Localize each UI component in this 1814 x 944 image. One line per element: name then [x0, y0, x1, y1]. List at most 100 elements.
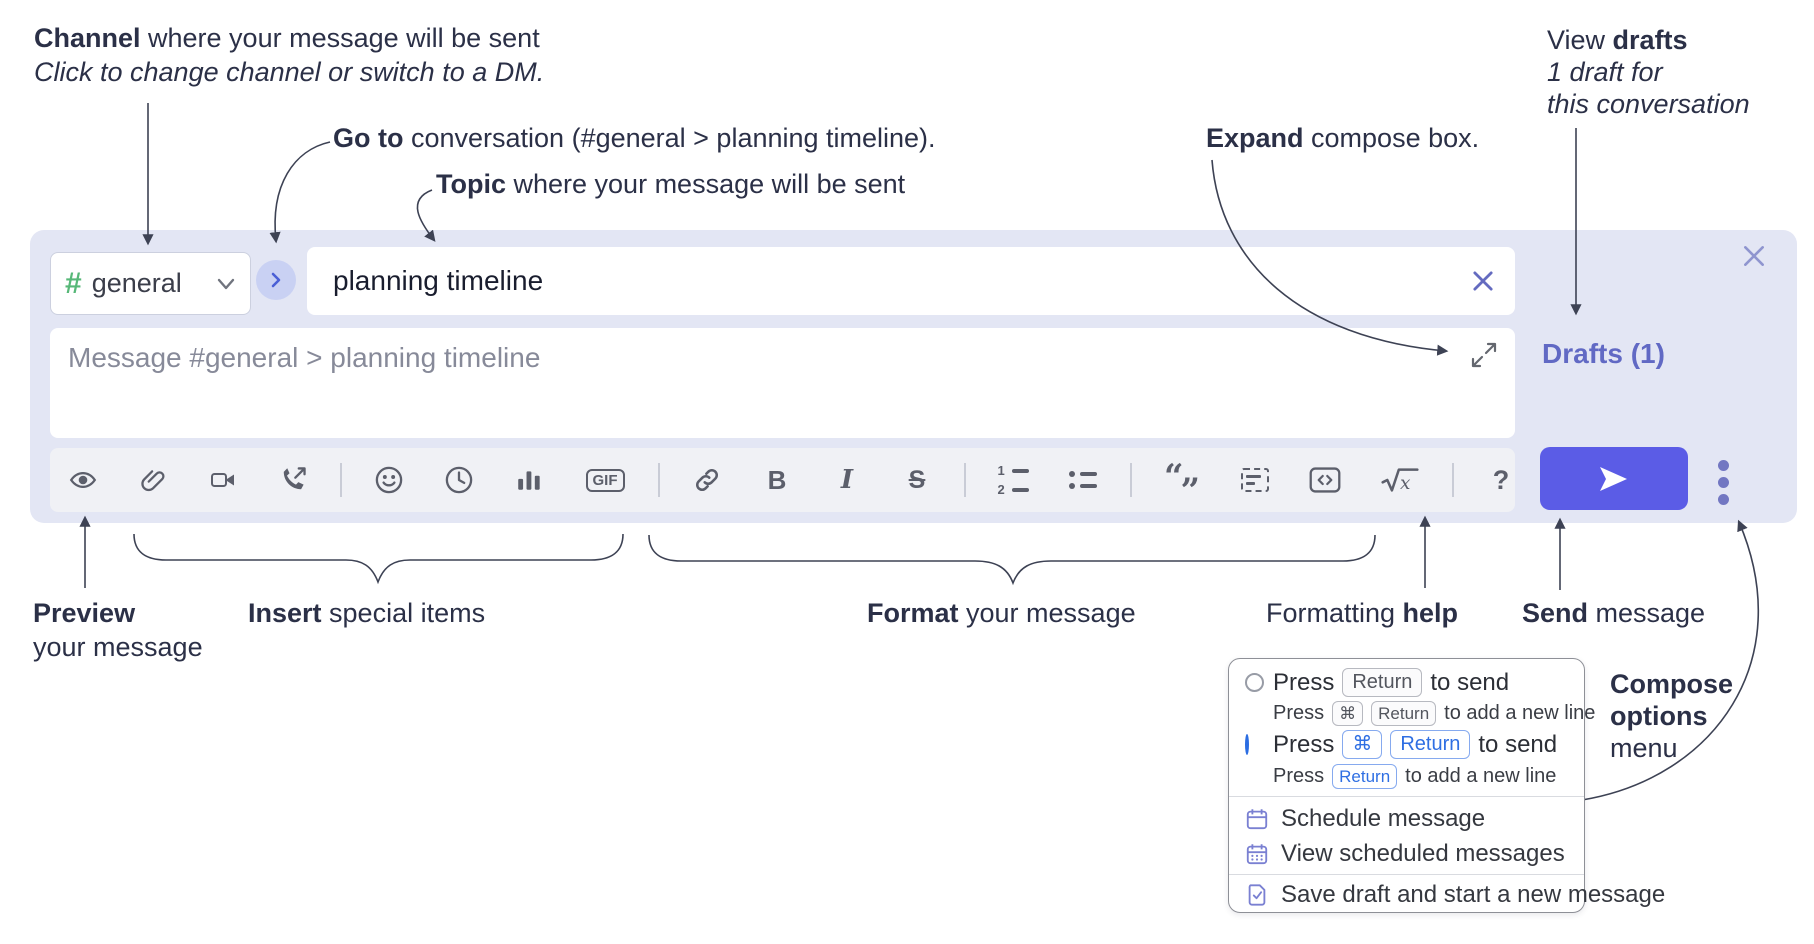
expand-annotation: Expand compose box. — [1206, 122, 1479, 154]
formatting-help-popup: Press Return to send Press ⌘ Return to a… — [1228, 658, 1665, 913]
drafts-link[interactable]: Drafts (1) — [1542, 338, 1665, 369]
cmd-key: ⌘ — [1342, 730, 1383, 759]
insert-annotation-rest: special items — [321, 598, 486, 628]
schedule-message-label: Schedule message — [1281, 805, 1486, 832]
go-to-conversation-button[interactable] — [256, 260, 296, 300]
compose-options-annotation-line1: Compose — [1610, 669, 1734, 699]
toolbar-divider — [964, 463, 966, 497]
paperclip-icon[interactable] — [136, 463, 170, 497]
global-time-icon[interactable] — [442, 463, 476, 497]
topic-annotation-bold: Topic — [436, 169, 506, 199]
return-key: Return — [1342, 668, 1423, 697]
audio-call-icon[interactable] — [276, 463, 310, 497]
return-key: Return — [1371, 701, 1437, 726]
popup-divider — [1229, 796, 1584, 797]
quote-icon[interactable]: “” — [1162, 457, 1202, 508]
calendar-icon — [1245, 807, 1269, 831]
press-text: Press — [1273, 730, 1335, 758]
spoiler-icon[interactable] — [1238, 463, 1272, 497]
view-scheduled-messages-item[interactable]: View scheduled messages — [1245, 840, 1565, 868]
channel-annotation: Channel where your message will be sent — [34, 22, 540, 54]
compose-box: # general planning timeline Message #gen… — [30, 230, 1797, 523]
send-icon — [1600, 466, 1627, 491]
option-cmd-return-to-send[interactable]: Press ⌘ Return to send — [1273, 730, 1557, 759]
send-button[interactable] — [1540, 447, 1688, 510]
to-send-text: to send — [1478, 730, 1558, 758]
return-key: Return — [1332, 764, 1398, 789]
channel-name: general — [91, 268, 182, 298]
help-annotation-bold: help — [1402, 598, 1459, 628]
svg-text:x: x — [1400, 473, 1411, 494]
expand-annotation-rest: compose box. — [1303, 123, 1480, 153]
bulleted-list-icon[interactable] — [1066, 463, 1100, 497]
channel-selector[interactable]: # general — [50, 252, 251, 315]
topic-input[interactable]: planning timeline — [307, 247, 1515, 315]
emoji-icon[interactable] — [372, 463, 406, 497]
save-draft-label: Save draft and start a new message — [1281, 881, 1666, 908]
channel-hash-icon: # — [65, 266, 82, 300]
save-draft-item[interactable]: Save draft and start a new message — [1245, 881, 1665, 909]
goto-connector — [269, 141, 331, 244]
radio-cmd-return-to-send[interactable] — [1245, 734, 1249, 755]
toolbar-divider — [1130, 463, 1132, 497]
bold-label: B — [767, 465, 787, 495]
save-draft-icon — [1245, 883, 1269, 907]
preview-annotation-bold: Preview — [33, 598, 136, 628]
message-input[interactable]: Message #general > planning timeline — [50, 328, 1515, 438]
code-icon[interactable] — [1308, 463, 1342, 497]
italic-icon[interactable]: I — [830, 463, 864, 497]
compose-options-menu-icon[interactable] — [1718, 460, 1729, 505]
topic-annotation-rest: where your message will be sent — [506, 169, 906, 199]
insert-annotation: Insert special items — [248, 597, 485, 629]
channel-annotation-rest: where your message will be sent — [140, 23, 540, 53]
toolbar-divider — [1452, 463, 1454, 497]
strikethrough-icon[interactable]: S — [900, 463, 934, 497]
chevron-down-icon — [217, 278, 235, 289]
drafts-annotation-line2: 1 draft for — [1547, 57, 1663, 87]
help-icon[interactable]: ? — [1484, 463, 1518, 497]
link-icon[interactable] — [690, 463, 724, 497]
topic-annotation: Topic where your message will be sent — [436, 168, 905, 200]
quote-open: “ — [1164, 457, 1184, 497]
expand-compose-icon[interactable] — [1469, 340, 1499, 370]
gif-label: GIF — [585, 468, 625, 492]
close-compose-icon[interactable] — [1741, 243, 1767, 274]
math-icon[interactable]: x — [1378, 463, 1422, 497]
video-call-icon[interactable] — [206, 463, 240, 497]
poll-icon[interactable] — [512, 463, 546, 497]
preview-annotation-line2: your message — [33, 632, 203, 662]
option1-subtext: Press ⌘ Return to add a new line — [1273, 701, 1596, 726]
format-annotation-bold: Format — [867, 598, 959, 628]
quote-close: ” — [1180, 471, 1200, 511]
popup-divider — [1229, 874, 1584, 875]
help-annotation-pre: Formatting — [1266, 598, 1403, 628]
format-annotation-rest: your message — [958, 598, 1136, 628]
bold-icon[interactable]: B — [760, 463, 794, 497]
italic-label: I — [840, 465, 854, 495]
option2-subtext: Press Return to add a new line — [1273, 764, 1557, 789]
clear-topic-icon[interactable] — [1469, 267, 1497, 295]
toolbar-divider — [658, 463, 660, 497]
view-scheduled-messages-label: View scheduled messages — [1281, 840, 1565, 867]
drafts-annotation-bold: drafts — [1612, 25, 1688, 55]
option-return-to-send[interactable]: Press Return to send — [1273, 668, 1509, 697]
press-text: Press — [1273, 668, 1335, 696]
schedule-message-item[interactable]: Schedule message — [1245, 805, 1485, 833]
eye-preview-icon[interactable] — [66, 463, 100, 497]
chevron-right-icon — [271, 272, 281, 288]
send-annotation-bold: Send — [1522, 598, 1589, 628]
calendar-grid-icon — [1245, 842, 1269, 866]
formatting-help-annotation: Formatting help — [1266, 597, 1458, 629]
insert-annotation-bold: Insert — [248, 598, 322, 628]
goto-annotation: Go to conversation (#general > planning … — [333, 122, 936, 154]
expand-annotation-bold: Expand — [1206, 123, 1304, 153]
drafts-annotation-line3: this conversation — [1547, 89, 1750, 119]
gif-icon[interactable]: GIF — [582, 463, 628, 497]
to-send-text: to send — [1430, 668, 1510, 696]
return-key: Return — [1390, 730, 1471, 759]
cmd-key: ⌘ — [1332, 701, 1364, 726]
radio-return-to-send[interactable] — [1245, 673, 1264, 692]
